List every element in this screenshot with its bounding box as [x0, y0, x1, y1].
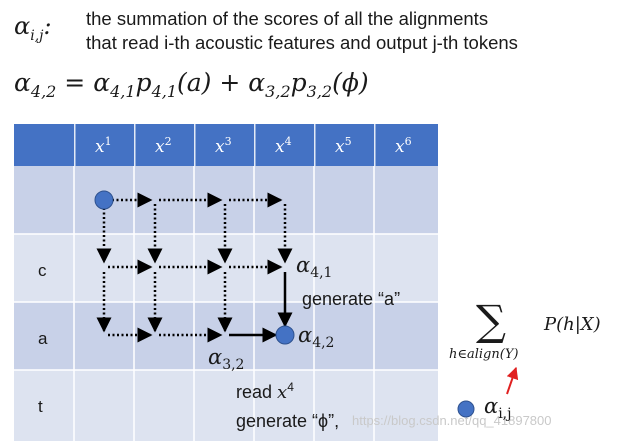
label-prob-h-given-x: P(h|X) — [543, 314, 601, 335]
label-alpha-ij: αi,j — [484, 394, 511, 422]
table-header — [14, 124, 438, 166]
definition-line-2: that read i-th acoustic features and out… — [86, 32, 518, 53]
label-generate-phi: generate “ϕ”, — [236, 411, 339, 431]
definition-line-1: the summation of the scores of all the a… — [86, 8, 489, 29]
legend-node — [457, 400, 475, 418]
label-generate-a: generate “a” — [302, 289, 400, 309]
summation-icon: ∑ — [476, 296, 506, 345]
definition-text: the summation of the scores of all the a… — [86, 7, 518, 55]
start-node — [94, 190, 114, 210]
label-read-x4: read x4 — [236, 380, 294, 403]
dotted-path-lattice — [96, 192, 293, 343]
red-arrow-icon — [506, 366, 519, 395]
recurrence-equation: α4,2 = α4,1p4,1(a) + α3,2p3,2(ϕ) — [14, 68, 369, 101]
row-label-a: a — [38, 329, 48, 348]
watermark: https://blog.csdn.net/qq_41897800 — [352, 413, 552, 428]
alpha-ij-symbol: αi,j: — [14, 12, 52, 44]
table-row-t — [14, 370, 438, 441]
row-label-t: t — [38, 397, 43, 416]
label-sum-subscript: h∈align(Y) — [449, 347, 518, 362]
row-label-c: c — [38, 261, 47, 280]
node-alpha42 — [275, 325, 295, 345]
